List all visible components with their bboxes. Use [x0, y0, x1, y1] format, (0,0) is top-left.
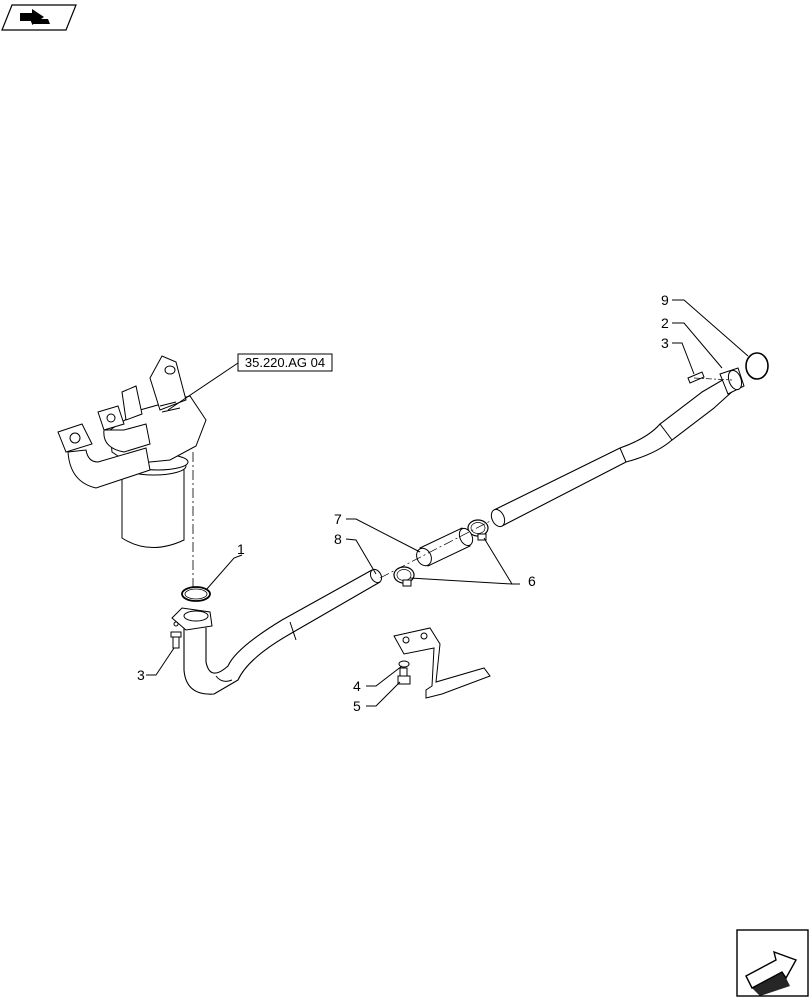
- hose-clamp-right: [467, 519, 489, 541]
- book-arrow-icon[interactable]: [1, 4, 77, 31]
- bolt-upper: [687, 371, 705, 384]
- bracket-bolt: [397, 660, 411, 685]
- filter-assembly: [57, 355, 207, 549]
- upper-pipe: [490, 367, 745, 528]
- reference-label: 35.220.AG 04: [245, 355, 325, 370]
- callout-3-lower: 3: [137, 667, 145, 683]
- o-ring-upper: [745, 352, 769, 380]
- callout-3-upper: 3: [661, 335, 669, 351]
- callout-4: 4: [353, 678, 361, 694]
- lower-pipe: [171, 568, 383, 695]
- reference-box[interactable]: 35.220.AG 04: [237, 353, 333, 372]
- callout-2: 2: [661, 315, 669, 331]
- callout-9: 9: [661, 292, 669, 308]
- callout-6: 6: [528, 573, 536, 589]
- hose-clamp-left: [393, 566, 415, 587]
- callout-7: 7: [334, 511, 342, 527]
- leader-lines: [146, 299, 749, 707]
- hose-sleeve: [416, 527, 474, 567]
- callout-1: 1: [237, 541, 245, 557]
- next-page-arrow-icon[interactable]: [736, 929, 809, 997]
- mounting-bracket: [393, 627, 491, 699]
- bolt-lower: [170, 631, 182, 649]
- o-ring: [181, 586, 211, 602]
- callout-8: 8: [334, 531, 342, 547]
- callout-5: 5: [353, 698, 361, 714]
